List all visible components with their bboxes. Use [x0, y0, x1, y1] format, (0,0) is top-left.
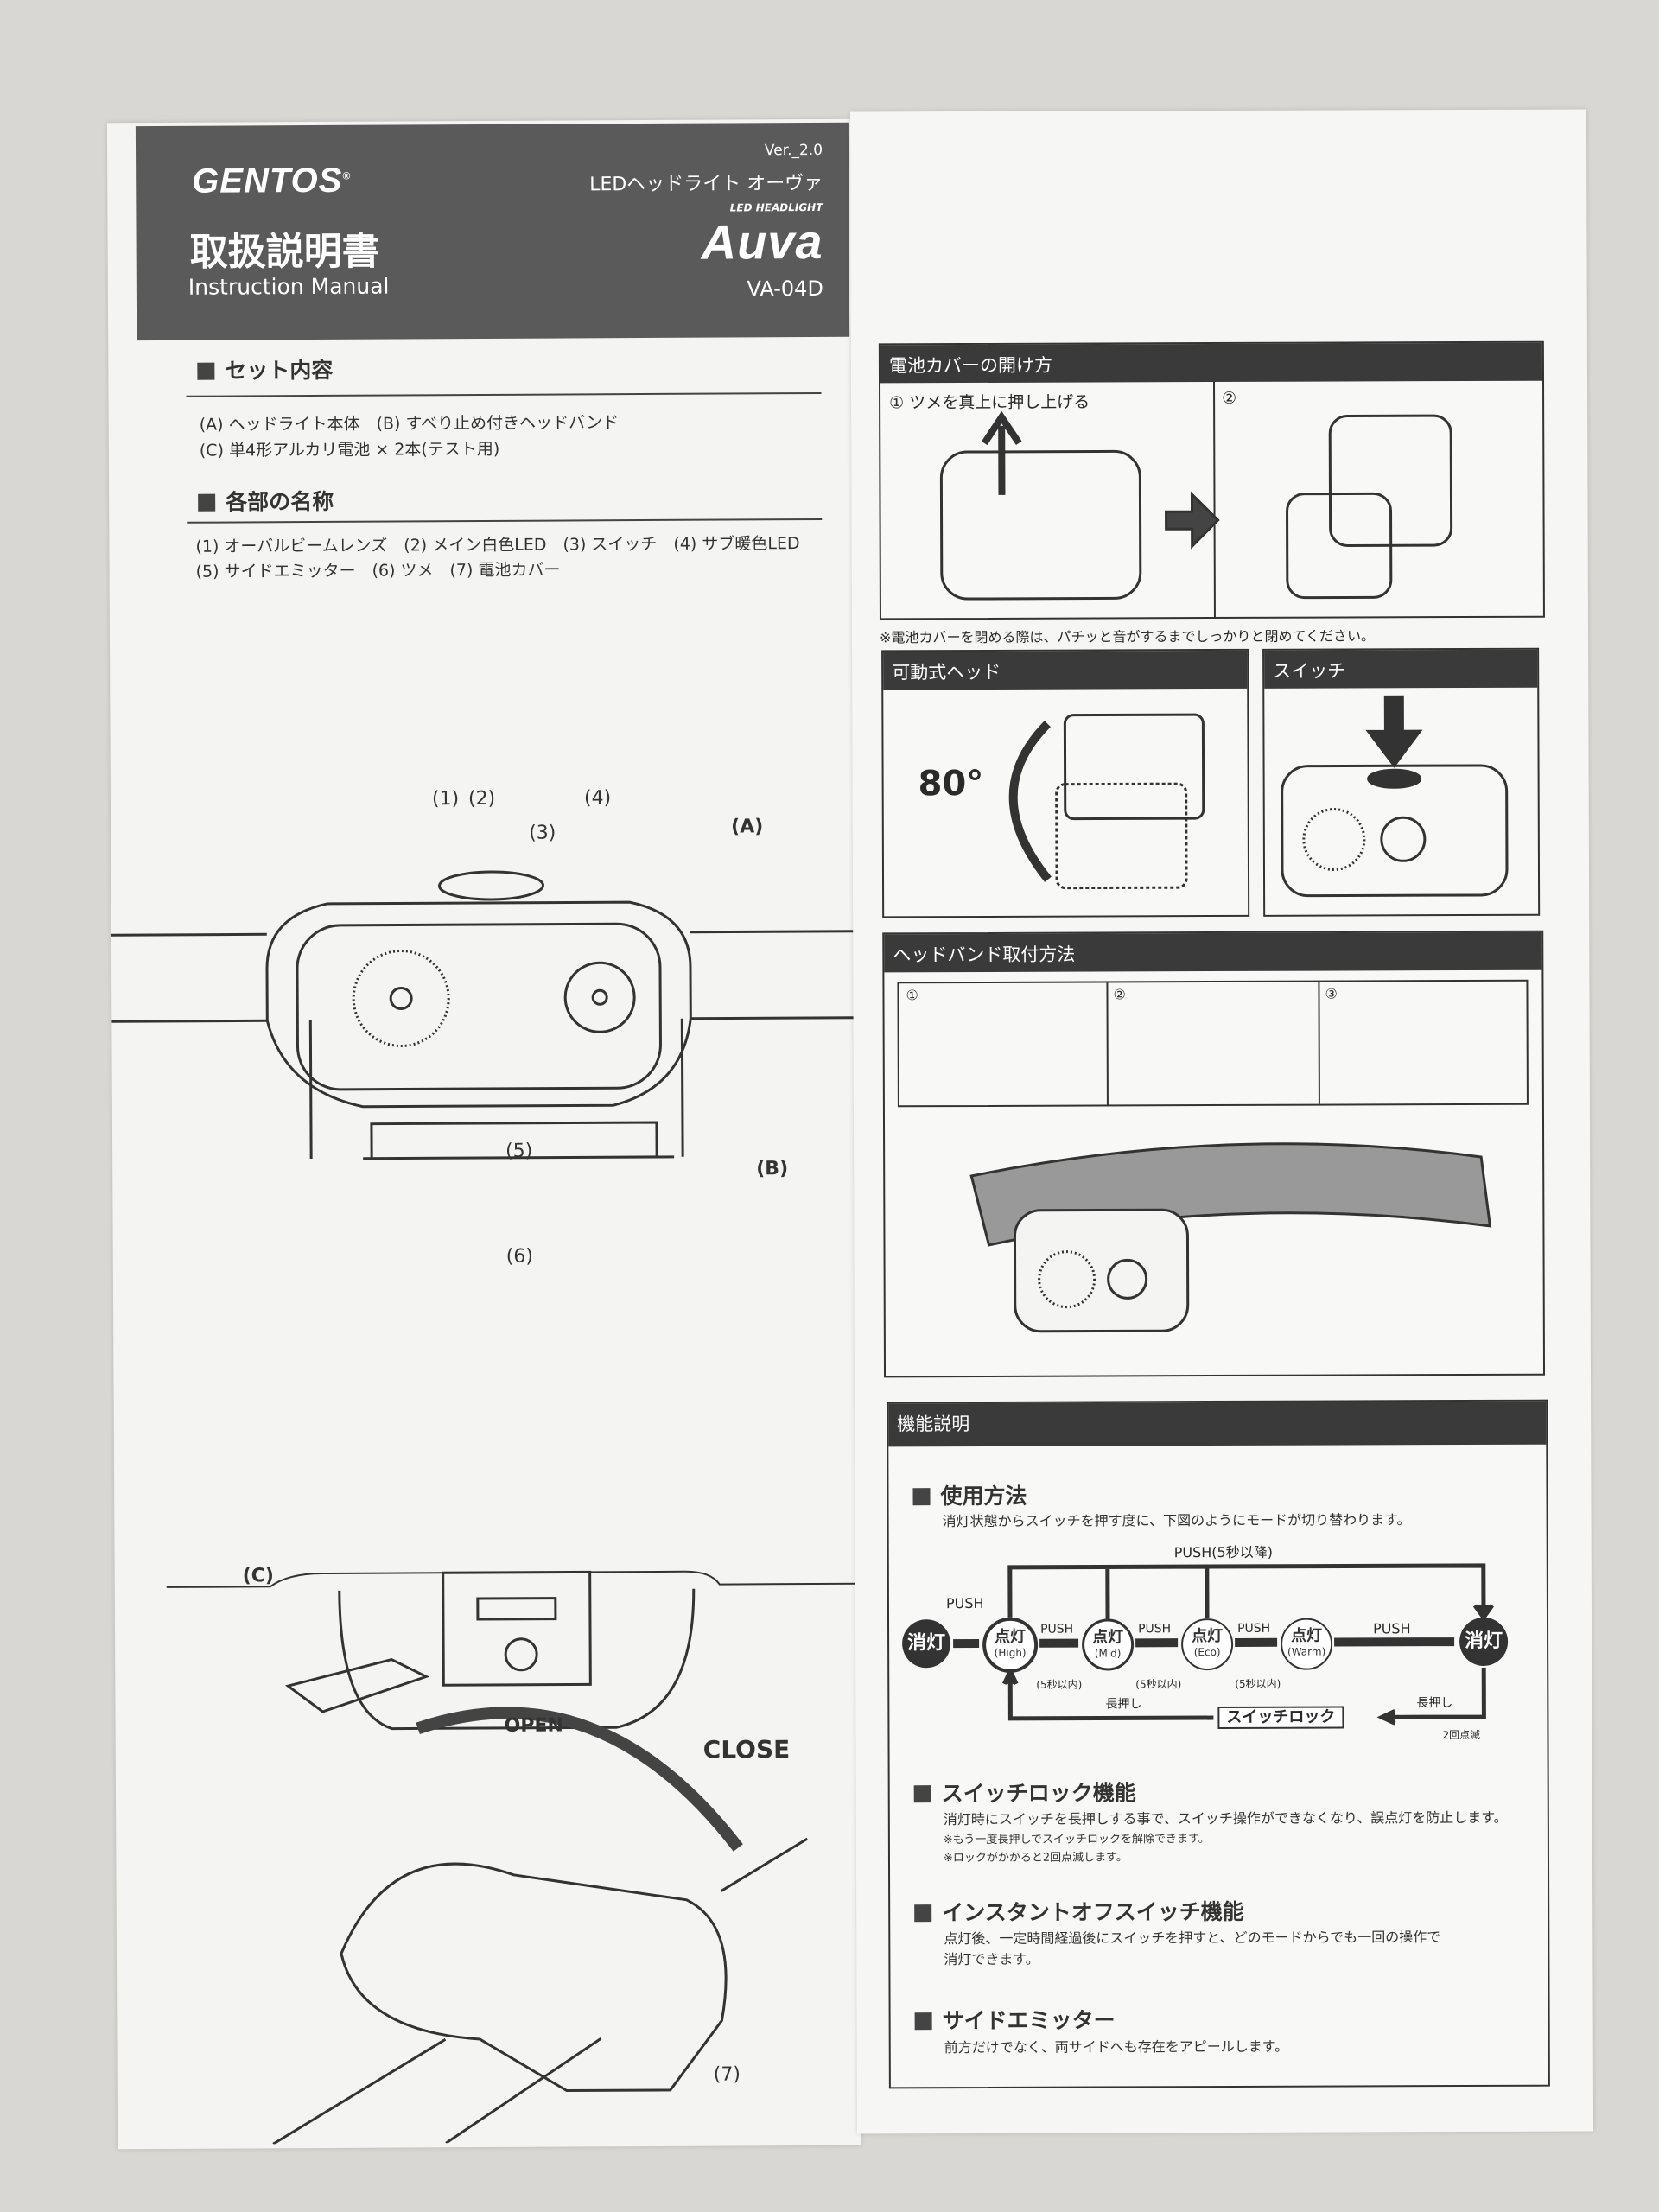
- model-number: VA-04D: [747, 276, 823, 302]
- state-off-end: 消灯: [1459, 1617, 1509, 1667]
- side-emitter-desc: 前方だけでなく、両サイドへも存在をアピールします。: [944, 2037, 1289, 2056]
- mode-flow-diagram: PUSH(5秒以降) 消灯 点灯(High) 点灯(Mid) 点灯(Eco) 点…: [889, 1540, 1548, 1750]
- version: Ver._2.0: [764, 141, 823, 160]
- set-contents-line2: (C) 単4形アルカリ電池 × 2本(テスト用): [199, 439, 500, 461]
- parts-heading: 各部の名称: [198, 485, 334, 517]
- headlight-parts-diagram: [111, 870, 858, 2145]
- movable-head-title: 可動式ヘッド: [883, 650, 1248, 690]
- headband-step2: ②: [1113, 986, 1126, 1003]
- instant-off-desc1: 点灯後、一定時間経過後にスイッチを押すと、どのモードからでも一回の操作で: [944, 1929, 1441, 1948]
- gentos-logo: GENTOS®: [192, 162, 351, 201]
- label-c: (C): [242, 1565, 275, 1587]
- headband-panel: ヘッドバンド取付方法 ① ② ③: [882, 930, 1546, 1378]
- within-5s: (5秒以内): [1135, 1678, 1182, 1691]
- push-label: PUSH: [1373, 1620, 1411, 1637]
- state-mid: 点灯(Mid): [1082, 1618, 1135, 1671]
- set-contents-heading: セット内容: [197, 353, 333, 385]
- within-5s: (5秒以内): [1036, 1678, 1083, 1691]
- functions-title: 機能説明: [888, 1401, 1547, 1447]
- state-warm: 点灯(Warm): [1281, 1618, 1333, 1670]
- brand: GENTOS: [192, 161, 343, 200]
- switch-lock-state: スイッチロック: [1217, 1706, 1344, 1729]
- label-7: (7): [713, 2063, 741, 2086]
- label-3: (3): [529, 822, 556, 844]
- headband-step1: ①: [906, 987, 918, 1004]
- registered-mark: ®: [342, 169, 352, 182]
- push-label: PUSH: [1237, 1621, 1271, 1636]
- label-1: (1): [431, 788, 460, 810]
- flow-arrows: [953, 1563, 1494, 1726]
- label-b: (B): [756, 1158, 789, 1180]
- parts-line2: (5) サイドエミッター (6) ツメ (7) 電池カバー: [195, 560, 561, 582]
- lock-heading: スイッチロック機能: [913, 1776, 1136, 1808]
- within-5s: (5秒以内): [1235, 1677, 1281, 1690]
- set-contents-line1: (A) ヘッドライト本体 (B) すべり止め付きヘッドバンド: [199, 413, 620, 435]
- battery-cover-panel: 電池カバーの開け方 ① ツメを真上に押し上げる ②: [878, 340, 1545, 620]
- lock-note1: ※もう一度長押しでスイッチロックを解除できます。: [943, 1833, 1210, 1847]
- blink-twice: 2回点滅: [1442, 1728, 1481, 1742]
- instant-off-heading: インスタントオフスイッチ機能: [914, 1895, 1244, 1927]
- side-emitter-heading: サイドエミッター: [914, 2003, 1116, 2035]
- label-open: OPEN: [504, 1714, 563, 1737]
- instant-off-desc2: 消灯できます。: [944, 1950, 1039, 1968]
- header-band: GENTOS® 取扱説明書 Instruction Manual Ver._2.…: [135, 122, 850, 341]
- label-close: CLOSE: [702, 1735, 791, 1764]
- push-label: PUSH: [1138, 1622, 1172, 1637]
- movable-head-panel: 可動式ヘッド 80°: [881, 648, 1250, 918]
- title-en: Instruction Manual: [188, 273, 390, 300]
- battery-cover-illustration: [939, 410, 1453, 601]
- tilt-illustration: [1008, 713, 1205, 890]
- switch-panel: スイッチ: [1262, 647, 1541, 917]
- state-eco: 点灯(Eco): [1181, 1618, 1234, 1671]
- parts-line1: (1) オーバルビームレンズ (2) メイン白色LED (3) スイッチ (4)…: [195, 534, 800, 556]
- label-a: (A): [731, 816, 764, 838]
- label-4: (4): [583, 787, 612, 810]
- usage-desc: 消灯状態からスイッチを押す度に、下図のようにモードが切り替わります。: [942, 1511, 1411, 1530]
- product-logo: Auva: [701, 213, 823, 270]
- battery-cover-note: ※電池カバーを閉める際は、パチッと音がするまでしっかりと閉めてください。: [880, 627, 1376, 646]
- state-high: 点灯(High): [982, 1617, 1039, 1673]
- headband-step3: ③: [1325, 985, 1338, 1002]
- usage-heading: 使用方法: [912, 1479, 1027, 1510]
- long-press-left: 長押し: [1105, 1697, 1142, 1712]
- lock-desc: 消灯時にスイッチを長押しする事で、スイッチ操作ができなくなり、誤点灯を防止します…: [943, 1808, 1508, 1828]
- push-label: PUSH: [1040, 1622, 1074, 1637]
- headband-title: ヘッドバンド取付方法: [884, 931, 1542, 973]
- switch-title: スイッチ: [1264, 649, 1538, 689]
- push-label: PUSH: [945, 1594, 984, 1612]
- label-6: (6): [505, 1245, 533, 1268]
- manual-left-page: GENTOS® 取扱説明書 Instruction Manual Ver._2.…: [106, 118, 861, 2150]
- title-ja: 取扱説明書: [189, 229, 380, 275]
- product-ja: LEDヘッドライト オーヴァ: [589, 172, 823, 196]
- long-press-right: 長押し: [1416, 1696, 1453, 1711]
- switch-illustration: [1281, 695, 1509, 898]
- state-off: 消灯: [902, 1619, 951, 1669]
- lock-note2: ※ロックがかかると2回点滅します。: [943, 1851, 1128, 1866]
- headband-illustration: [969, 1142, 1492, 1333]
- headband-steps: ① ② ③: [897, 979, 1529, 1108]
- label-5: (5): [505, 1140, 533, 1162]
- functions-panel: 機能説明 使用方法 消灯状態からスイッチを押す度に、下図のようにモードが切り替わ…: [887, 1399, 1550, 2089]
- battery-cover-title: 電池カバーの開け方: [880, 342, 1543, 384]
- manual-right-page: 電池カバーの開け方 ① ツメを真上に押し上げる ② ※電池カバーを閉める際は、パ…: [849, 109, 1594, 2134]
- label-2: (2): [467, 787, 496, 810]
- product-tag: LED HEADLIGHT: [729, 200, 823, 214]
- push-after-5s: PUSH(5秒以降): [1173, 1543, 1273, 1561]
